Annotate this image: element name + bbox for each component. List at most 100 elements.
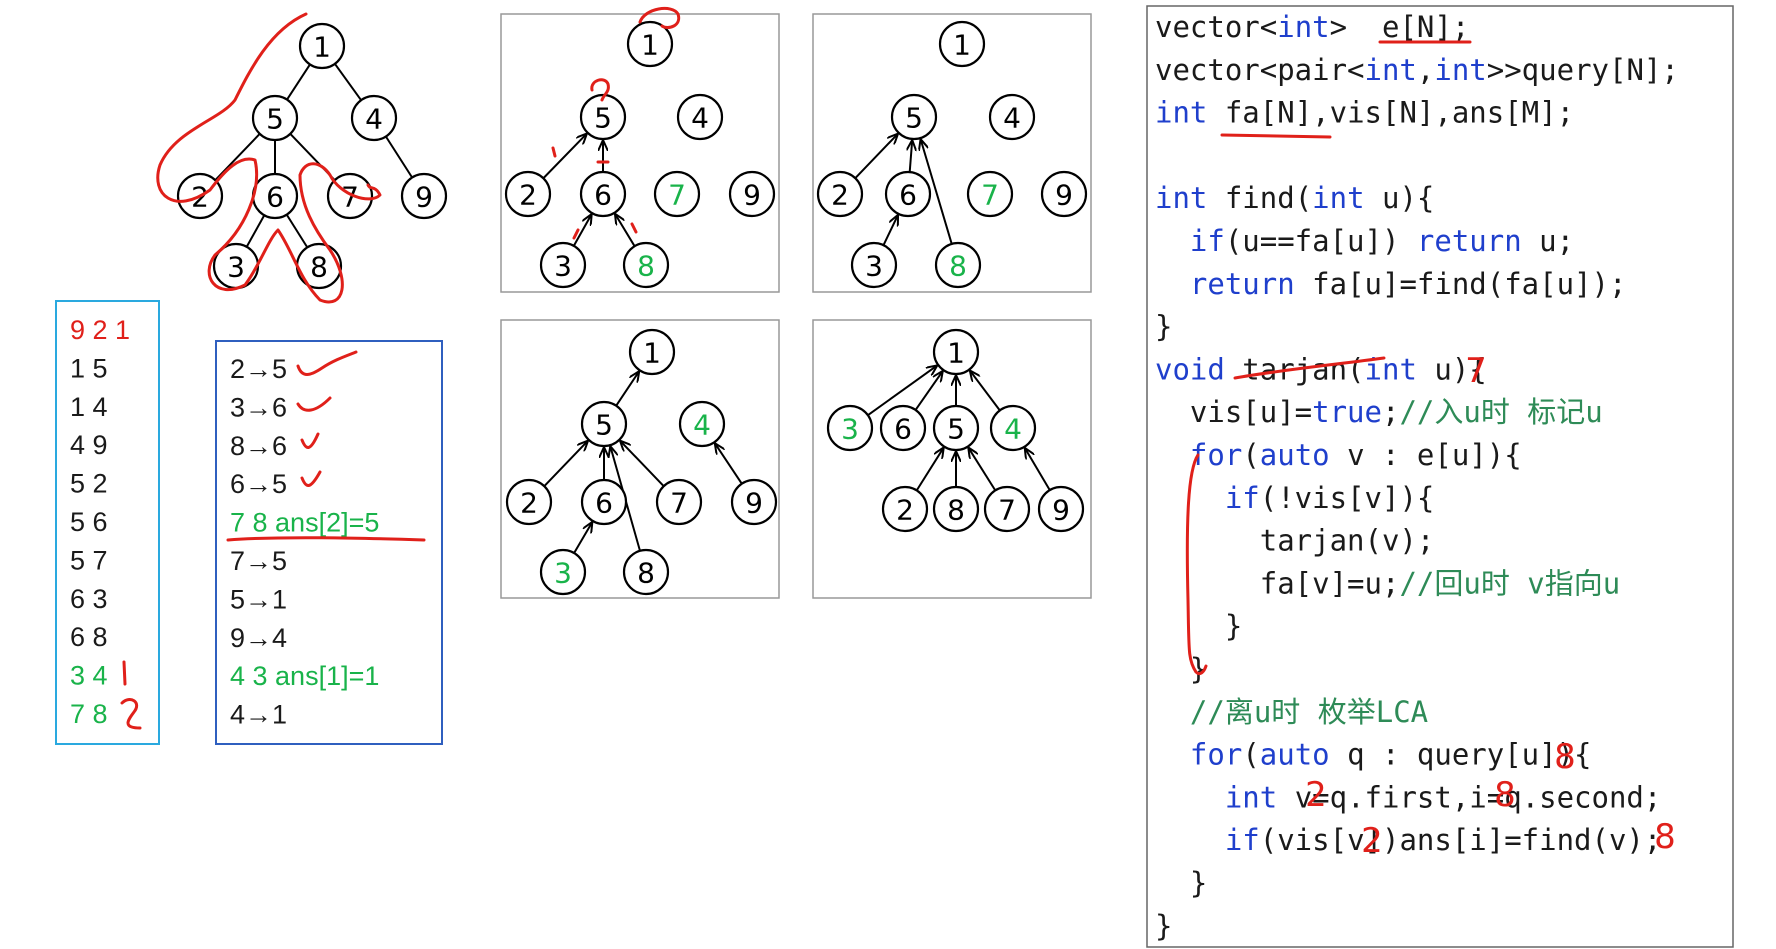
code-block: vector<int> e[N]; vector<pair<int,int>>qu… [1155,10,1679,943]
code-token: auto [1260,438,1330,472]
code-token: (vis[v])ans[i]=find(v); [1260,823,1662,857]
output-line: 6→5 [230,469,287,499]
input-line: 9 2 1 [70,315,130,345]
code-line: vector<int> e[N]; [1155,10,1469,44]
panel-1-node-7-label: 7 [668,179,686,212]
panel-4-node-6: 6 [879,404,927,452]
output-line: 7 8 ans[2]=5 [230,508,379,538]
check-4 [300,470,322,487]
panel-3-node-7: 7 [655,478,703,526]
panel-4-node-7: 7 [983,485,1031,533]
code-token: //入u时 标记u [1399,395,1602,429]
code-line: } [1155,310,1172,344]
code-line: vector<pair<int,int>>query[N]; [1155,53,1679,87]
bracket-for-loop [1185,453,1208,676]
code-mark: 2 [1361,821,1383,861]
dfs-traversal-ink [156,12,382,304]
code-mark: 7 [1465,351,1487,391]
code-token: tarjan(v); [1155,524,1434,558]
panel-2-arrow-3-6 [882,216,898,246]
code-token: ; [1382,395,1399,429]
panel-4-node-5: 5 [932,404,980,452]
panel-4-arrow-3-1 [867,366,937,416]
panel-1-tick-a [551,146,557,158]
input-line: 1 5 [70,353,108,383]
tree-edge-4-9 [385,135,413,179]
code-mark: 8 [1554,737,1576,777]
code-token: int [1434,53,1486,87]
code-token: if [1225,481,1260,515]
code-token: fa[v]=u; [1155,566,1399,600]
strike-tarjan [1233,356,1386,380]
code-token: int [1312,181,1364,215]
code-line: if(!vis[v]){ [1155,481,1434,515]
input-line: 6 3 [70,584,108,614]
code-token: return [1417,224,1522,258]
panel-3-node-4: 4 [678,400,726,448]
tree-node-5-label: 5 [266,103,284,136]
panel-2-node-9-label: 9 [1055,179,1073,212]
panel-3-node-2: 2 [505,478,553,526]
panel-4-node-9-label: 9 [1052,494,1070,527]
panel-4-node-1: 1 [932,328,980,376]
panel-1-node-1: 1 [626,20,674,68]
panel-1-node-8-label: 8 [637,250,655,283]
output-line: 7→5 [230,546,287,576]
code-token: find( [1207,181,1312,215]
query-2-mark [120,698,142,730]
code-line: tarjan(v); [1155,524,1434,558]
input-line: 5 2 [70,469,108,499]
tree-node-9-label: 9 [415,181,433,214]
panel-2-arrow-2-5 [854,134,897,179]
tree-node-3: 3 [212,242,260,290]
panel-4-node-7-label: 7 [998,494,1016,527]
code-token: int [1277,10,1329,44]
code-token: int [1365,53,1417,87]
panel-4-node-3: 3 [826,404,874,452]
code-token: fa[u]=find(fa[u]); [1295,267,1627,301]
code-token: v=q.first,i=q.second; [1277,780,1661,814]
code-line: int fa[N],vis[N],ans[M]; [1155,96,1574,130]
code-box [1146,5,1734,948]
tree-node-7-label: 7 [341,181,359,214]
panel-3-node-6: 6 [580,478,628,526]
input-line: 1 4 [70,392,108,422]
panel-1-arrow-3-6 [572,215,591,247]
code-token: (!vis[v]){ [1260,481,1435,515]
panel-3-node-2-label: 2 [520,487,538,520]
panel-1-node-3: 3 [539,241,587,289]
panel-3-node-3-label: 3 [554,557,572,590]
panel-4-arrow-4-1 [970,371,1001,411]
code-token: ( [1242,438,1259,472]
panel-2-node-6-label: 6 [899,179,917,212]
code-token: //回u时 v指向u [1399,566,1620,600]
code-token: < [1260,10,1277,44]
panel-1-node-5: 5 [579,93,627,141]
tree-node-1: 1 [298,22,346,70]
tree-edge-5-2 [214,133,261,181]
tree-node-5: 5 [251,94,299,142]
panel-3-node-3: 3 [539,548,587,596]
panel-1-node-6-label: 6 [594,179,612,212]
panel-2-node-4-label: 4 [1003,102,1021,135]
panel-3-node-1-label: 1 [643,337,661,370]
tree-node-1-label: 1 [313,31,331,64]
panel-4-arrow-6-1 [914,372,943,411]
panel-4-arrow-7-5 [969,448,997,491]
panel-4-node-8-label: 8 [947,494,965,527]
panel-1-arrow-2-5 [542,134,586,179]
code-token: void [1155,352,1225,386]
panel-1-loop-mark [638,6,681,29]
code-mark: 8 [1654,817,1676,857]
code-token [1155,695,1190,729]
code-token: , [1417,53,1434,87]
output-line: 4→1 [230,700,287,730]
panel-2-node-5: 5 [890,93,938,141]
panel-1-node-6: 6 [579,170,627,218]
panel-1-node-8: 8 [622,241,670,289]
tree-node-4-label: 4 [365,103,383,136]
panel-4-node-4-label: 4 [1004,413,1022,446]
tree-node-6-label: 6 [266,181,284,214]
input-line: 5 6 [70,507,108,537]
